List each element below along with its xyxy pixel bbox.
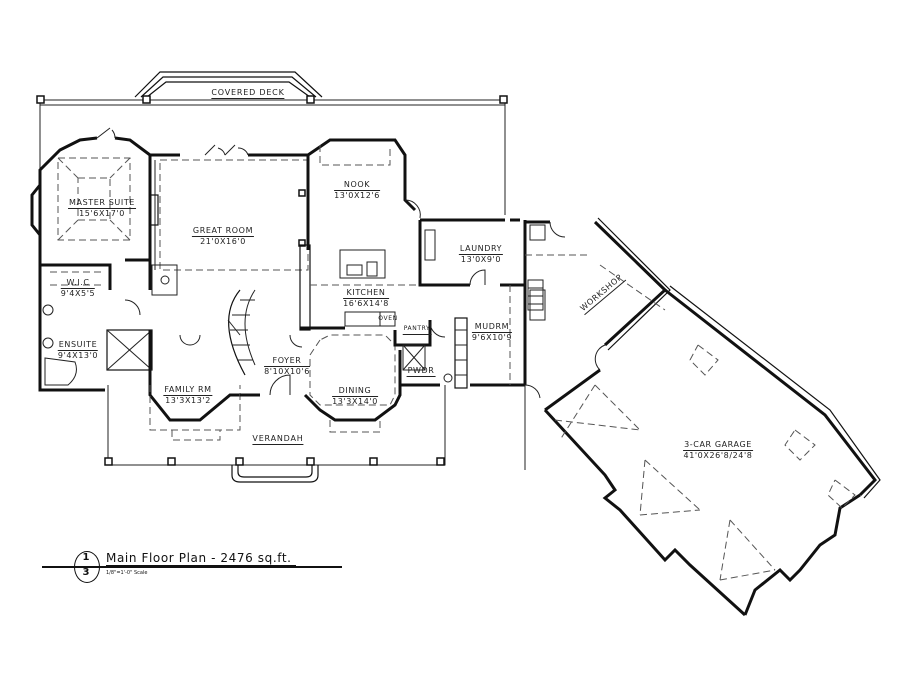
verandah-outline (104, 385, 446, 483)
room-ensuite: ENSUITE 9'4X13'0 (57, 340, 99, 361)
room-name: W.I.C (60, 278, 96, 289)
room-dims: 16'6X14'8 (343, 299, 389, 308)
room-pwdr: PWDR (406, 366, 436, 377)
room-dims: 9'4X13'0 (57, 351, 99, 360)
room-dining: DINING 13'3X14'0 (332, 386, 378, 407)
family-room-walls (148, 330, 241, 441)
room-dims: 41'0X26'8/24'8 (683, 451, 753, 460)
room-wic: W.I.C 9'4X5'5 (60, 278, 96, 299)
room-mudrm: MUDRM 9'6X10'9 (471, 322, 513, 343)
room-foyer: FOYER 8'10X10'6 (264, 356, 310, 377)
room-name: NOOK (334, 180, 380, 191)
room-name: PWDR (406, 366, 436, 377)
laundry-walls (418, 218, 546, 385)
plan-title: Main Floor Plan - 2476 sq.ft. (106, 551, 296, 566)
title-block: 1 3 Main Floor Plan - 2476 sq.ft. 1/8"=1… (42, 547, 342, 587)
room-name: DINING (332, 386, 378, 397)
room-name: 3-CAR GARAGE (683, 440, 753, 451)
room-name: ENSUITE (57, 340, 99, 351)
room-dims: 13'3X13'2 (165, 396, 211, 405)
room-dims: 13'3X14'0 (332, 397, 378, 406)
dining-walls (240, 334, 402, 433)
room-name: LAUNDRY (458, 244, 504, 255)
room-dims: 8'10X10'6 (264, 367, 310, 376)
room-nook: NOOK 13'0X12'6 (334, 180, 380, 201)
oven-label: OVEN (378, 315, 398, 322)
sheet-reference-circle (74, 551, 100, 583)
garage-walls (543, 285, 881, 617)
room-dims: 13'0X12'6 (334, 191, 380, 200)
room-dims: 9'6X10'9 (471, 333, 513, 342)
verandah-label: VERANDAH (252, 434, 304, 445)
covered-deck-label: COVERED DECK (211, 88, 285, 99)
master-suite-walls (30, 127, 152, 270)
room-name: FAMILY RM (163, 385, 213, 396)
ensuite-walls (38, 258, 178, 392)
sheet-ref-top: 1 (82, 552, 90, 563)
plan-scale: 1/8"=1'-0" Scale (106, 570, 148, 576)
room-pantry: PANTRY (402, 324, 432, 335)
room-family-rm: FAMILY RM 13'3X13'2 (163, 385, 213, 406)
great-room-walls (149, 144, 309, 271)
room-dims: 13'0X9'0 (460, 255, 502, 264)
kitchen-walls (299, 244, 420, 331)
room-kitchen: KITCHEN 16'6X14'8 (343, 288, 389, 309)
nook-walls (306, 138, 421, 250)
room-3-car-garage: 3-CAR GARAGE 41'0X26'8/24'8 (683, 440, 753, 461)
room-name: MUDRM (471, 322, 513, 333)
room-master-suite: MASTER SUITE 15'6X17'0 (68, 198, 136, 219)
room-name: PANTRY (402, 324, 432, 335)
stair (227, 289, 256, 376)
sheet-ref-bottom: 3 (82, 567, 90, 578)
room-name: GREAT ROOM (191, 226, 255, 237)
room-laundry: LAUNDRY 13'0X9'0 (458, 244, 504, 265)
mudroom-walls (393, 285, 525, 389)
room-dims: 21'0X16'0 (200, 237, 246, 246)
room-dims: 9'4X5'5 (60, 289, 96, 298)
room-name: FOYER (264, 356, 310, 367)
title-underline (42, 566, 342, 568)
room-name: KITCHEN (343, 288, 389, 299)
room-great-room: GREAT ROOM 21'0X16'0 (191, 226, 255, 247)
room-name: MASTER SUITE (68, 198, 136, 209)
covered-deck-outline (36, 71, 508, 380)
room-dims: 15'6X17'0 (79, 209, 125, 218)
